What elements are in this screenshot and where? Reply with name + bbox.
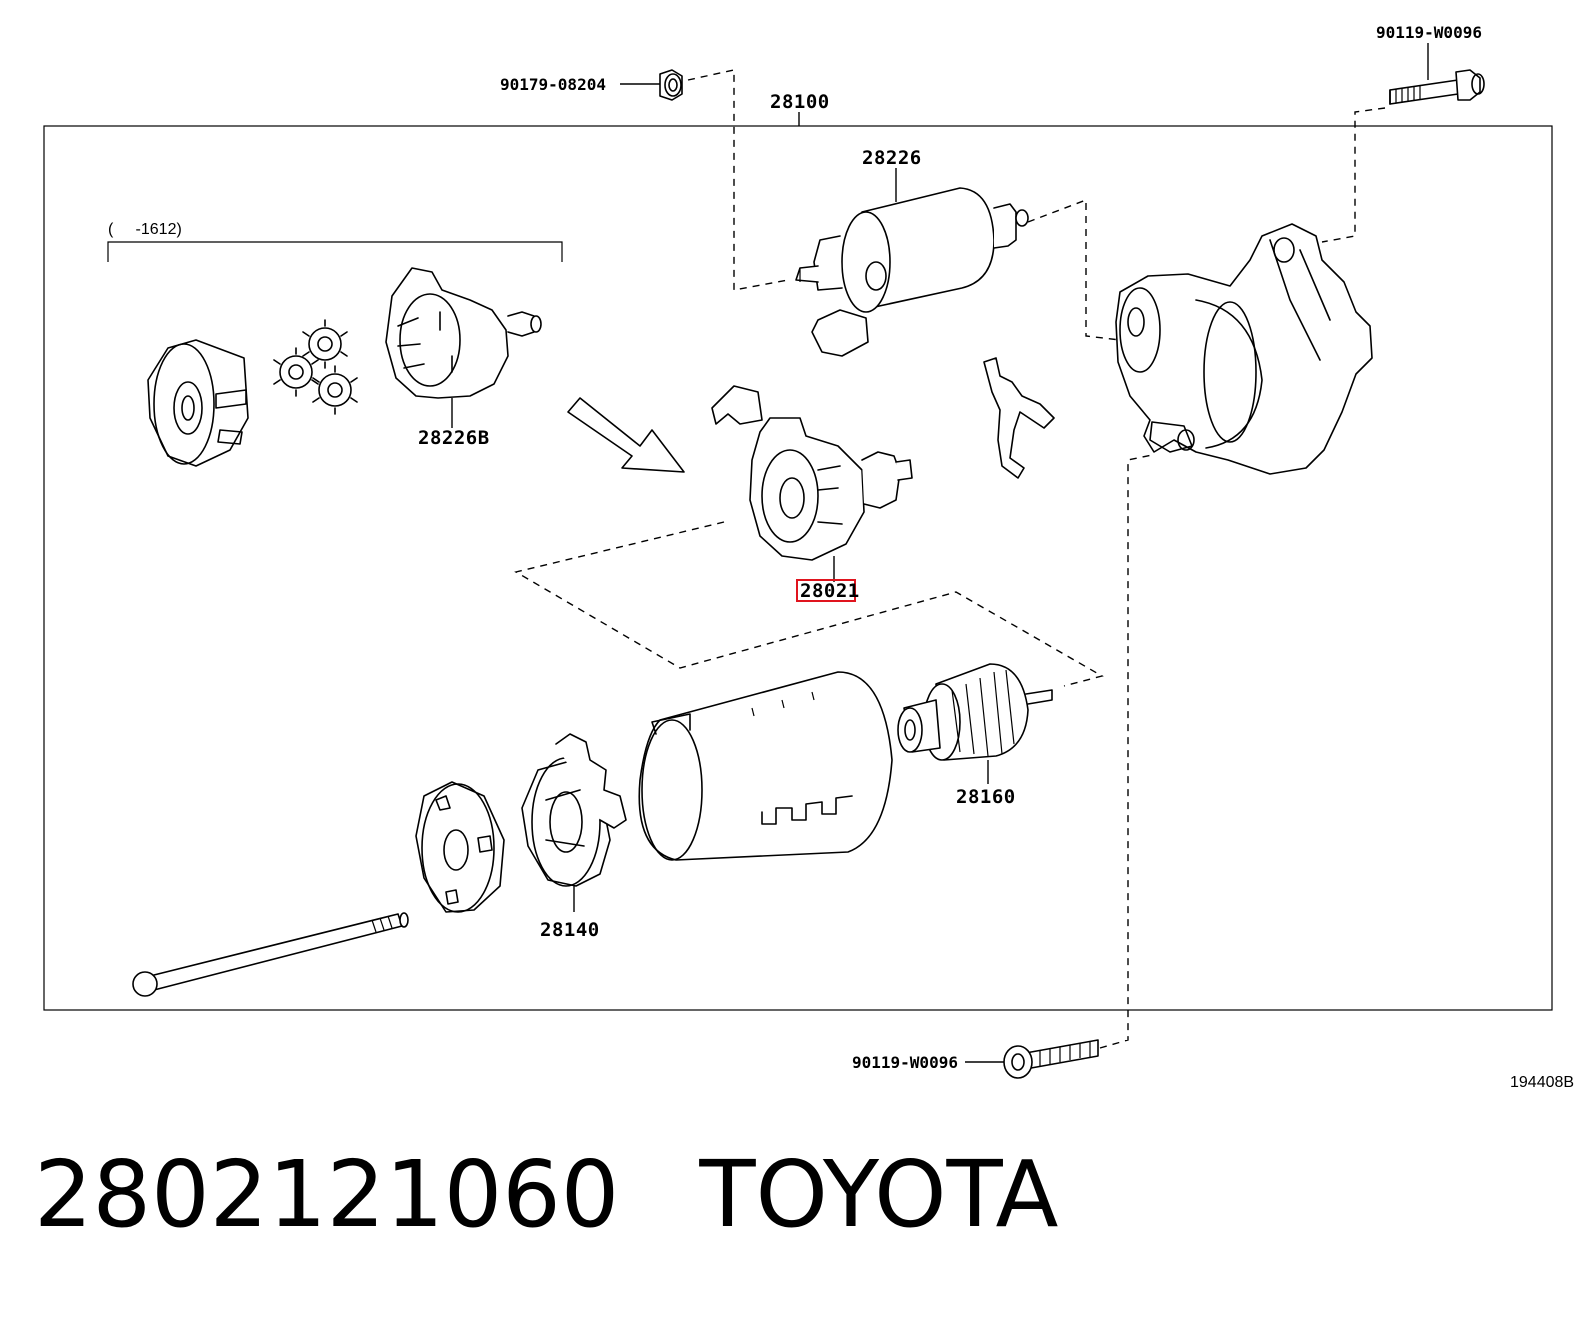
label-magnetic-switch[interactable]: 28226	[862, 147, 922, 169]
armature-part[interactable]	[897, 663, 1053, 784]
brush-holder-part[interactable]	[521, 733, 627, 912]
brand-name: TOYOTA	[699, 1141, 1059, 1248]
label-brush-holder[interactable]: 28140	[540, 919, 600, 941]
label-armature[interactable]: 28160	[956, 786, 1016, 808]
arrow-indicator	[567, 397, 685, 473]
label-planetary-kit[interactable]: 28226B	[418, 427, 490, 449]
assembly-frame	[43, 125, 1553, 1011]
starter-housing-part[interactable]	[711, 385, 913, 582]
planetary-gear-kit[interactable]	[107, 241, 563, 467]
shift-lever-part[interactable]	[983, 357, 1055, 479]
through-bolt-part[interactable]	[132, 912, 409, 997]
label-nut[interactable]: 90179-08204	[500, 75, 606, 94]
label-starter-housing[interactable]: 28021	[800, 580, 860, 602]
end-cover-part[interactable]	[415, 781, 505, 913]
label-starter-assembly[interactable]: 28100	[770, 91, 830, 113]
label-bolt-bottom[interactable]: 90119-W0096	[852, 1053, 958, 1072]
magnetic-switch-part[interactable]	[795, 168, 1029, 357]
bolt-bottom-part[interactable]	[965, 1039, 1099, 1079]
figure-code: 194408B	[1510, 1074, 1574, 1091]
bolt-top-part[interactable]	[1389, 43, 1485, 105]
part-caption: 2802121060 TOYOTA	[34, 1140, 1059, 1250]
part-number: 2802121060	[34, 1141, 620, 1248]
exploded-view-drawing: 90179-08204 90119-W0096 28100 28226 ( -1…	[43, 23, 1574, 1091]
label-bolt-top[interactable]: 90119-W0096	[1376, 23, 1482, 42]
nut-part[interactable]	[620, 69, 683, 101]
drive-end-frame[interactable]	[1115, 223, 1373, 475]
highlight-box	[796, 579, 856, 602]
yoke-part[interactable]	[638, 671, 893, 861]
label-range-note: ( -1612)	[108, 221, 182, 238]
